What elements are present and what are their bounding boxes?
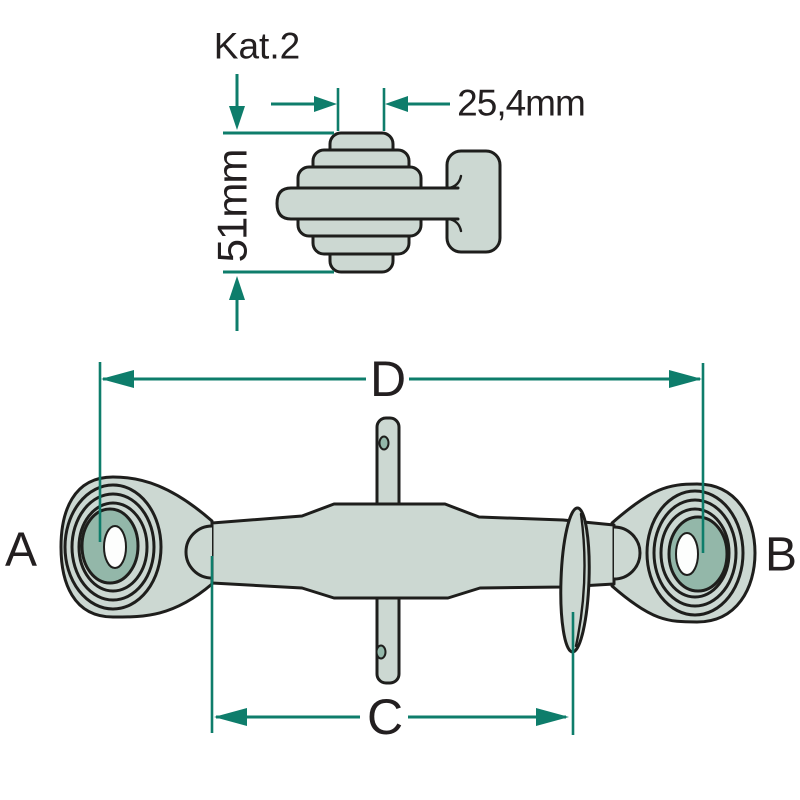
detail-pin-band-fill <box>277 188 460 219</box>
handle-rod-top-hole <box>378 435 390 451</box>
left-stud-dome <box>184 524 214 580</box>
height-arrowhead-icon <box>229 276 245 300</box>
detail-fillet-bottom <box>447 217 463 233</box>
dimension-c-left-arrowhead-icon <box>214 708 247 726</box>
left-ball-bore <box>103 525 127 569</box>
socket-ring <box>77 501 149 593</box>
socket-ring <box>659 507 731 599</box>
overall-length-label: D <box>370 351 406 407</box>
detail-fillet-top <box>447 174 463 190</box>
ball-end-detail-view: Kat.2 25,4mm 51mm <box>209 26 586 331</box>
right-stud-dome <box>612 525 642 581</box>
bore-diameter-label: 25,4mm <box>457 83 585 124</box>
turnbuckle-body <box>210 502 616 600</box>
dimension-c: C <box>210 556 575 745</box>
detail-pin-band-outline <box>275 186 460 221</box>
dimension-d-right-arrowhead-icon <box>669 370 702 388</box>
left-end-label: A <box>5 524 37 577</box>
right-end-label: B <box>765 529 797 582</box>
detail-dimensions <box>223 74 450 331</box>
right-ball-bore <box>675 532 699 576</box>
bore-left-arrowhead-icon <box>314 96 337 112</box>
right-ball-joint <box>610 482 757 624</box>
right-stud-dome-fill <box>614 527 640 579</box>
socket-ring <box>70 492 156 602</box>
lock-collar-edge <box>574 512 586 648</box>
dimension-d-left-arrowhead-icon <box>101 370 134 388</box>
socket-ring <box>63 483 163 611</box>
bore-right-arrowhead-icon <box>385 96 408 112</box>
dimension-c-right-arrowhead-icon <box>536 708 569 726</box>
handle-rod-bottom-hole <box>375 644 387 660</box>
top-link-main-view: D C A B <box>5 351 797 745</box>
dimension-d: D <box>98 351 705 553</box>
category-arrowhead-icon <box>229 106 245 130</box>
inner-length-label: C <box>367 689 403 745</box>
ball-height-label: 51mm <box>209 150 256 263</box>
socket-ring <box>652 498 738 608</box>
socket-ring <box>645 489 745 617</box>
left-stud-dome-fill <box>186 526 212 578</box>
category-label: Kat.2 <box>214 26 300 67</box>
